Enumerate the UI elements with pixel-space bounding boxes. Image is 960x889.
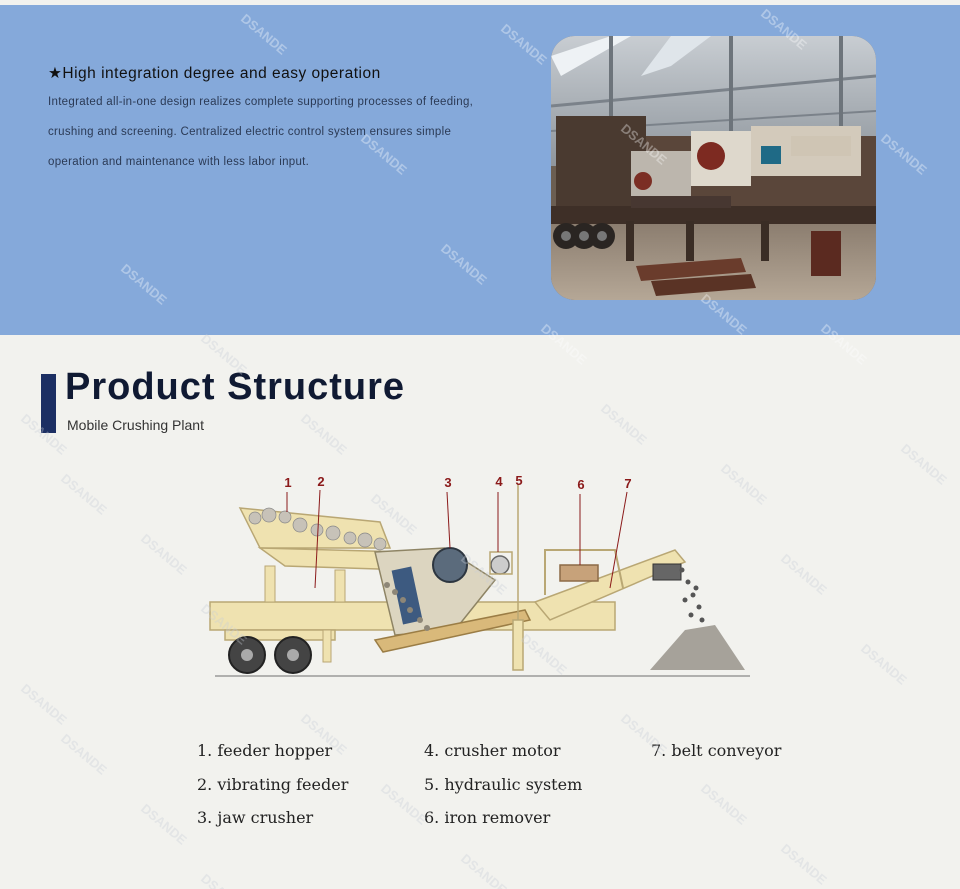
structure-diagram: 1 2 3 4 5 6 7: [209, 473, 750, 677]
callout-2: 2: [317, 474, 324, 489]
watermark-mark-15: DSANDE: [598, 401, 650, 448]
heading-accent-bar: [41, 374, 56, 433]
watermark-mark-35: DSANDE: [198, 871, 250, 889]
jaw-plate: [391, 566, 423, 625]
factory-photo-illustration: [551, 36, 876, 300]
watermark-mark-16: DSANDE: [898, 441, 950, 488]
conveyor-boom: [533, 549, 687, 621]
support-jack: [322, 629, 332, 663]
watermark-mark-14: DSANDE: [298, 411, 350, 458]
factory-photo: [551, 36, 876, 300]
page-subtitle: Mobile Crushing Plant: [67, 417, 204, 433]
feature-description-line-1: Integrated all-in-one design realizes co…: [48, 96, 474, 108]
watermark-mark-17: DSANDE: [58, 471, 110, 518]
legend-item-iron-remover: 6. iron remover: [424, 808, 551, 827]
watermark-mark-31: DSANDE: [698, 781, 750, 828]
legend-item-hydraulic-system: 5. hydraulic system: [424, 775, 583, 794]
watermark-mark-26: DSANDE: [18, 681, 70, 728]
callout-3: 3: [444, 475, 451, 490]
jaw-flywheel: [432, 547, 468, 583]
legend-item-belt-conveyor: 7. belt conveyor: [651, 741, 782, 760]
watermark-mark-22: DSANDE: [778, 551, 830, 598]
watermark-mark-20: DSANDE: [138, 531, 190, 578]
callout-1: 1: [284, 475, 291, 490]
hopper-rocks: [248, 507, 387, 551]
discharge-belt: [373, 609, 532, 653]
stone-pile: [650, 625, 745, 670]
feature-description-line-2: crushing and screening. Centralized elec…: [48, 126, 452, 138]
watermark-mark-30: DSANDE: [378, 781, 430, 828]
hydraulic-leg: [512, 619, 524, 671]
legend-item-crusher-motor: 4. crusher motor: [424, 741, 561, 760]
feeder-support-right: [334, 569, 346, 603]
legend-item-feeder-hopper: 1. feeder hopper: [197, 741, 333, 760]
watermark-mark-33: DSANDE: [458, 851, 510, 889]
crushed-stone-fall: [384, 582, 430, 631]
callout-line-7: [609, 491, 628, 589]
feature-title: ★High integration degree and easy operat…: [48, 65, 381, 82]
callout-5: 5: [515, 473, 522, 488]
callout-4: 4: [495, 474, 503, 489]
feeder-support-left: [264, 565, 276, 603]
watermark-mark-34: DSANDE: [778, 841, 830, 888]
top-strip: [0, 0, 960, 5]
iron-remover: [559, 564, 599, 582]
watermark-mark-32: DSANDE: [138, 801, 190, 848]
callout-6: 6: [577, 477, 584, 492]
callout-line-2: [314, 489, 321, 589]
wheel-1-hub: [241, 649, 253, 661]
page-title: Product Structure: [65, 366, 406, 408]
legend-item-vibrating-feeder: 2. vibrating feeder: [197, 775, 349, 794]
callout-7: 7: [624, 476, 631, 491]
crusher-motor-housing: [489, 551, 513, 575]
watermark-mark-29: DSANDE: [58, 731, 110, 778]
feature-description-line-3: operation and maintenance with less labo…: [48, 156, 310, 168]
falling-stones: [679, 567, 705, 623]
callout-line-3: [446, 491, 451, 549]
chassis-lower: [224, 629, 336, 641]
wheel-2-hub: [287, 649, 299, 661]
watermark-mark-25: DSANDE: [858, 641, 910, 688]
legend-item-jaw-crusher: 3. jaw crusher: [197, 808, 314, 827]
crusher-motor: [490, 555, 510, 575]
conveyor-head: [652, 563, 682, 581]
